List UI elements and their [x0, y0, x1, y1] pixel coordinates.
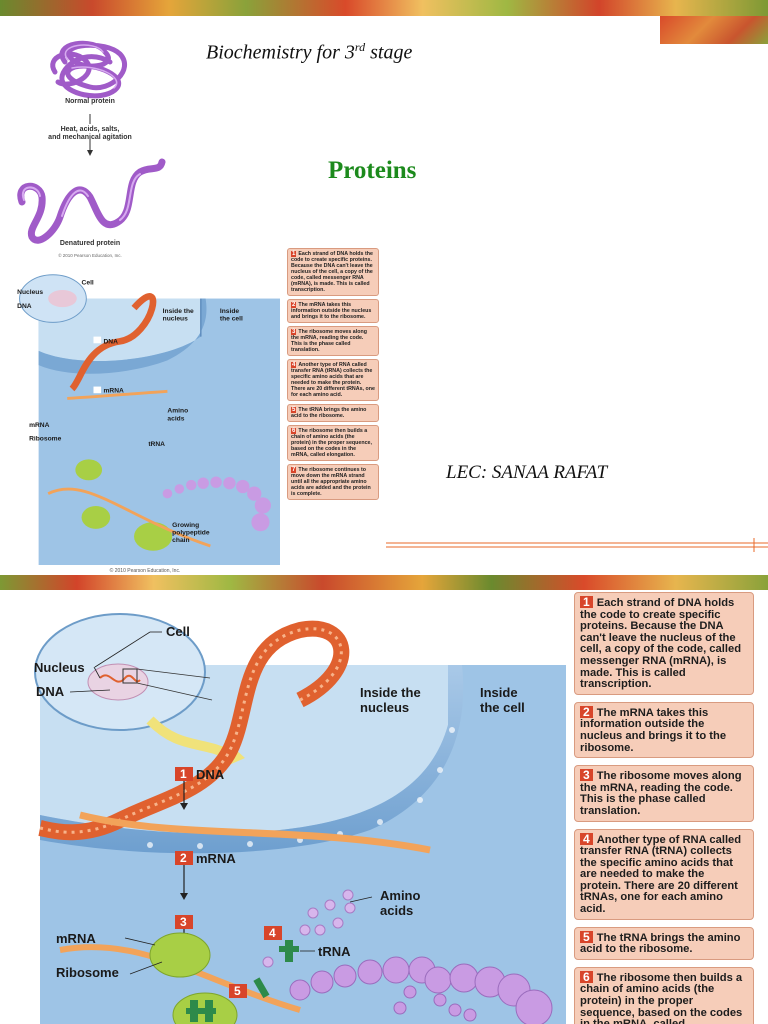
svg-text:Ribosome: Ribosome — [29, 435, 62, 442]
label-inside-cell-1: Inside — [480, 685, 518, 700]
label-step-mrna: mRNA — [196, 851, 236, 866]
svg-text:polypeptide: polypeptide — [172, 530, 210, 537]
label-inside-cell-2: the cell — [480, 700, 525, 715]
trna-icons — [186, 940, 299, 1022]
vegetable-banner-image-2 — [0, 575, 768, 590]
svg-text:DNA: DNA — [17, 303, 32, 310]
lecturer-name: LEC: SANAA RAFAT — [446, 462, 608, 483]
vegetable-corner-image — [660, 16, 768, 44]
marker-3: 3 — [180, 915, 187, 929]
label-cell: Cell — [166, 624, 190, 639]
svg-text:Inside: Inside — [220, 308, 240, 315]
vegetable-banner-image — [0, 0, 768, 16]
svg-text:Cell: Cell — [82, 279, 94, 286]
svg-text:DNA: DNA — [103, 338, 118, 345]
denaturation-illustration — [17, 40, 166, 244]
denaturing-agents-label-1: Heat, acids, salts, — [60, 126, 120, 133]
svg-text:chain: chain — [172, 537, 189, 544]
svg-text:mRNA: mRNA — [103, 388, 124, 395]
diagram-step-markers — [175, 767, 282, 998]
mrna-strand — [79, 811, 431, 854]
svg-text:Growing: Growing — [172, 522, 199, 529]
amino-acids — [262, 889, 356, 968]
label-amino-2: acids — [380, 903, 413, 918]
normal-protein-label: Normal protein — [65, 98, 115, 105]
svg-text:mRNA: mRNA — [29, 422, 50, 429]
svg-text:Amino: Amino — [167, 408, 188, 415]
polypeptide-chain — [289, 956, 553, 1024]
marker-4: 4 — [269, 926, 276, 940]
svg-text:Nucleus: Nucleus — [17, 289, 43, 296]
label-nucleus: Nucleus — [34, 660, 85, 675]
marker-2: 2 — [180, 851, 187, 865]
slide-2: 1 2 3 4 5 Cell Nucleus DNA Inside the nu… — [0, 575, 768, 1024]
denatured-protein-label: Denatured protein — [59, 240, 121, 247]
label-trna: tRNA — [318, 944, 351, 959]
denature-copyright: © 2010 Pearson Education, Inc. — [58, 253, 122, 258]
label-dna-cell: DNA — [36, 684, 65, 699]
protein-synthesis-diagram: 1 2 3 4 5 Cell Nucleus DNA Inside the nu… — [34, 613, 566, 1024]
course-title: Biochemistry for 3rd stage — [206, 40, 413, 64]
decorative-rule-lines — [386, 538, 768, 552]
denaturing-agents-label-2: and mechanical agitation — [48, 134, 132, 141]
svg-text:Inside the: Inside the — [163, 308, 194, 315]
label-amino-1: Amino — [380, 888, 421, 903]
svg-text:the cell: the cell — [220, 315, 243, 322]
topic-title: Proteins — [328, 157, 417, 184]
svg-text:tRNA: tRNA — [148, 441, 165, 448]
normal-protein-shape — [50, 40, 128, 99]
marker-5: 5 — [234, 984, 241, 998]
label-inside-nucleus-2: nucleus — [360, 700, 409, 715]
protein-denaturation-figure: Normal protein Heat, acids, salts, and m… — [10, 32, 170, 264]
label-ribosome: Ribosome — [56, 965, 119, 980]
slide-1: Normal protein Heat, acids, salts, and m… — [0, 0, 768, 575]
svg-text:nucleus: nucleus — [163, 315, 188, 322]
label-mrna: mRNA — [56, 931, 96, 946]
ribosome-shape-1 — [149, 932, 211, 978]
label-step-dna: DNA — [196, 767, 225, 782]
mini-diagram-copyright: © 2010 Pearson Education, Inc. — [109, 568, 181, 574]
label-inside-nucleus-1: Inside the — [360, 685, 421, 700]
svg-text:acids: acids — [167, 415, 184, 422]
marker-1: 1 — [180, 767, 187, 781]
